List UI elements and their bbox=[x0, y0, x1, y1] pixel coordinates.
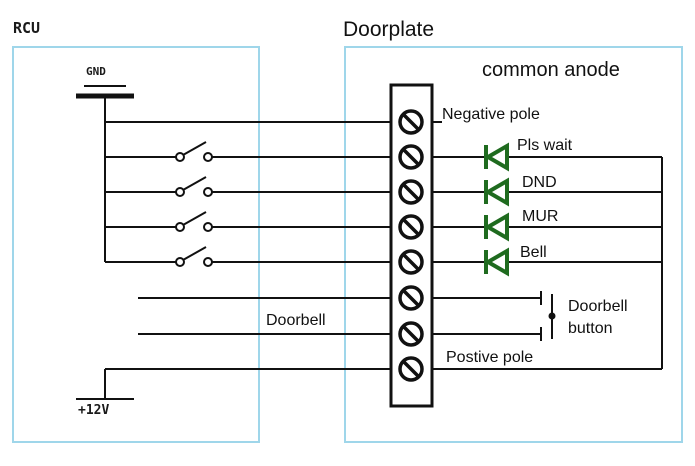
terminal-screw bbox=[398, 144, 424, 170]
terminal-block bbox=[389, 83, 434, 408]
terminal-label-mur: MUR bbox=[522, 208, 558, 225]
switch-row-bell bbox=[105, 246, 391, 267]
switch-row-dnd bbox=[105, 176, 391, 197]
supply-label: +12V bbox=[78, 403, 109, 418]
doorbell-button-label-line1: Doorbell bbox=[568, 298, 628, 315]
doorplate-title: Doorplate bbox=[343, 18, 434, 41]
led-bell-icon bbox=[432, 247, 662, 277]
indicator-leds bbox=[432, 142, 662, 277]
terminal-screw bbox=[398, 109, 424, 135]
terminal-screw bbox=[398, 285, 424, 311]
led-dnd-icon bbox=[432, 177, 662, 207]
terminal-label-negative-pole: Negative pole bbox=[442, 106, 540, 123]
terminal-screw bbox=[398, 214, 424, 240]
terminal-label-pls-wait: Pls wait bbox=[517, 137, 573, 154]
terminal-screws bbox=[398, 109, 424, 382]
common-anode-label: common anode bbox=[482, 59, 620, 81]
switch-row-pls-wait bbox=[105, 141, 391, 162]
doorbell-button-symbol bbox=[432, 291, 556, 341]
terminal-label-postive-pole: Postive pole bbox=[446, 349, 533, 366]
terminal-screw bbox=[398, 179, 424, 205]
ground-symbol bbox=[76, 85, 134, 122]
doorbell-label: Doorbell bbox=[266, 312, 326, 329]
led-mur-icon bbox=[432, 212, 662, 242]
terminal-screw bbox=[398, 356, 424, 382]
rcu-title: RCU bbox=[13, 19, 40, 37]
terminal-label-dnd: DND bbox=[522, 174, 557, 191]
gnd-label: GND bbox=[86, 65, 106, 78]
terminal-screw bbox=[398, 249, 424, 275]
led-pls-wait-icon bbox=[432, 142, 662, 172]
doorbell-button-label-line2: button bbox=[568, 320, 612, 337]
doorplate-panel bbox=[344, 46, 683, 443]
terminal-label-bell: Bell bbox=[520, 244, 547, 261]
rcu-panel bbox=[12, 46, 260, 443]
switch-row-mur bbox=[105, 211, 391, 232]
supply-wire bbox=[76, 368, 391, 400]
terminal-screw bbox=[398, 321, 424, 347]
